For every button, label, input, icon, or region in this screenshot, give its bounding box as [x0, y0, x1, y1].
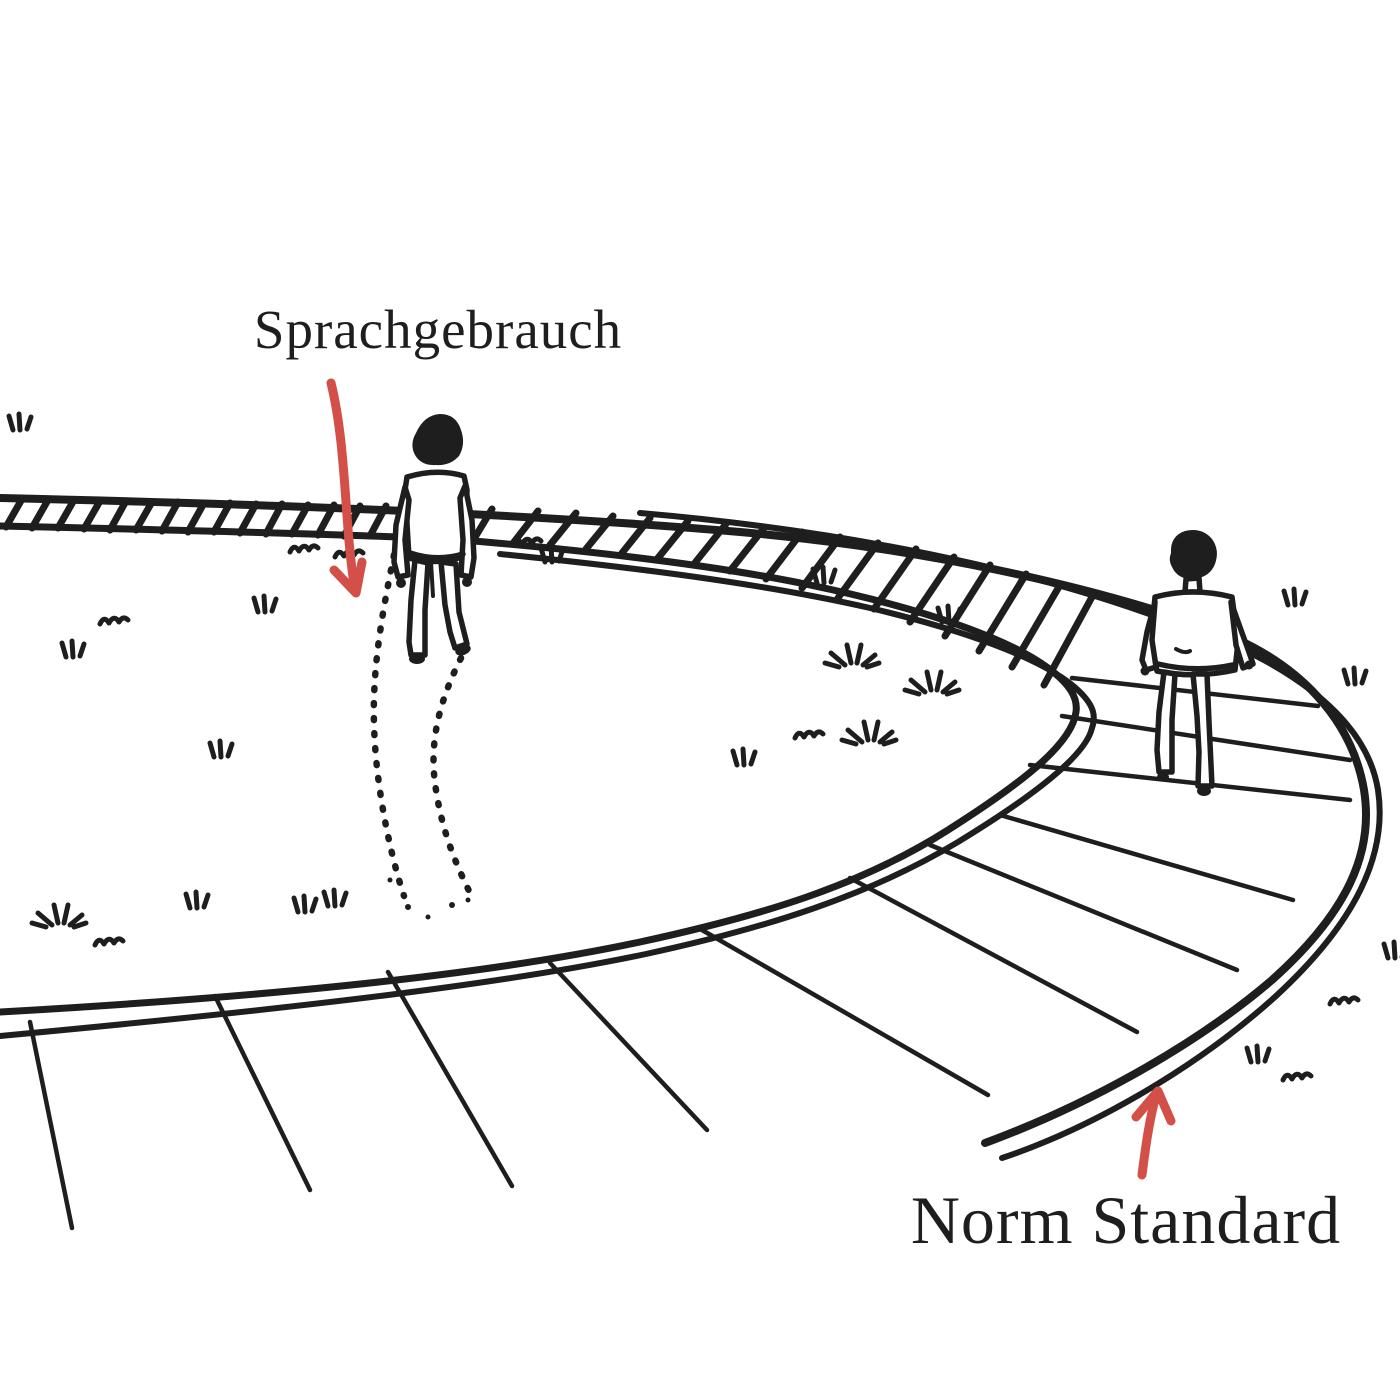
labels: Sprachgebrauch Norm Standard — [254, 299, 1341, 1258]
norm-arrow-head — [1131, 1086, 1176, 1126]
ink-drawing — [0, 414, 1400, 1231]
usage-path-label: Sprachgebrauch — [254, 299, 622, 360]
arrow-up-icon — [1131, 1086, 1176, 1180]
curved-arrow-down-icon — [326, 378, 367, 598]
usage-arrow-shaft — [326, 378, 360, 595]
figure2-left-leg — [1154, 669, 1178, 775]
figure2-left-foot — [1157, 773, 1169, 781]
figure2-torso — [1148, 589, 1241, 678]
desire-path-right-dotted-line — [430, 654, 474, 897]
figure-on-desire-path — [391, 414, 477, 664]
usage-arrow-head — [329, 557, 367, 598]
figure1-left-hand — [396, 578, 406, 588]
path-inner-edge-second-line — [0, 551, 1097, 1039]
figure1-hair — [412, 414, 464, 466]
figure2-right-foot — [1197, 786, 1211, 796]
figure1-right-foot — [455, 644, 471, 656]
figure1-left-foot — [409, 654, 425, 664]
figure1-leg-seam — [429, 560, 435, 598]
figure2-right-hand — [1244, 660, 1254, 670]
figure2-left-hand — [1140, 666, 1150, 676]
annotation-arrows — [326, 378, 1176, 1180]
desire-path-trail — [370, 536, 474, 920]
figure2-hem-line — [1155, 661, 1236, 672]
norm-path-label: Norm Standard — [911, 1182, 1341, 1258]
figure2-right-leg — [1190, 671, 1215, 789]
figure1-left-arm — [391, 484, 412, 580]
figure1-left-leg — [406, 557, 431, 658]
desire-path-left-dotted-line — [370, 536, 408, 900]
figure-on-norm-path — [1139, 530, 1256, 796]
figure1-waist-line — [407, 550, 466, 561]
desire-path-end-specks — [387, 877, 471, 920]
figure1-right-hand — [462, 577, 472, 587]
figure2-hair — [1169, 530, 1217, 580]
figure2-jacket-mark — [1174, 647, 1192, 655]
figure1-torso — [402, 469, 470, 565]
